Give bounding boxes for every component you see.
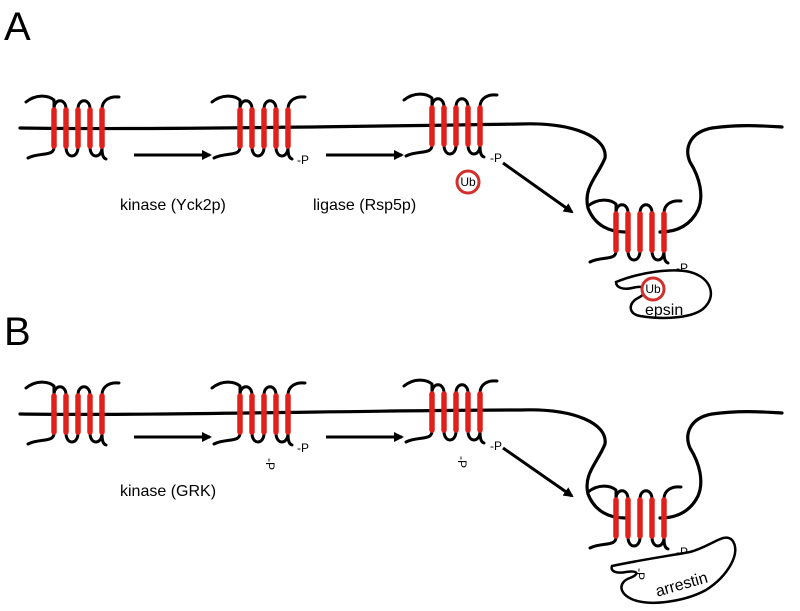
plasma-membrane-b	[18, 408, 784, 520]
panel-b-letter: B	[4, 310, 31, 354]
kinase-label-a: kinase (Yck2p)	[120, 197, 226, 214]
arrow-b3	[502, 446, 574, 498]
ubiquitin-icon-a4: Ub	[640, 276, 666, 302]
plasma-membrane-a	[18, 122, 784, 234]
kinase-label-b: kinase (GRK)	[120, 483, 216, 500]
phospho-tag-b3-loop: -P	[455, 456, 469, 468]
phospho-tag-b3: -P	[490, 439, 502, 453]
arrestin-adaptor	[610, 536, 737, 604]
phospho-tag-a3: -P	[490, 151, 502, 165]
svg-text:Ub: Ub	[645, 282, 661, 296]
epsin-label: epsin	[645, 302, 683, 319]
panel-a: A kinase (Yck2p) -P ligase (Rsp5p) -P Ub…	[4, 5, 784, 320]
ubiquitin-icon: Ub	[455, 169, 481, 195]
ligase-label-a: ligase (Rsp5p)	[313, 197, 416, 214]
arrow-a3	[502, 161, 574, 214]
phospho-tag-b4-loop: -P	[633, 568, 647, 580]
panel-b: B kinase (GRK) -P -P -P -P -P -P arresti…	[4, 310, 784, 604]
panel-a-letter: A	[4, 5, 31, 49]
svg-text:Ub: Ub	[460, 175, 476, 189]
phospho-tag-a2: -P	[297, 153, 309, 167]
phospho-tag-b2: -P	[297, 441, 309, 455]
phospho-tag-b2-loop: -P	[263, 458, 277, 470]
